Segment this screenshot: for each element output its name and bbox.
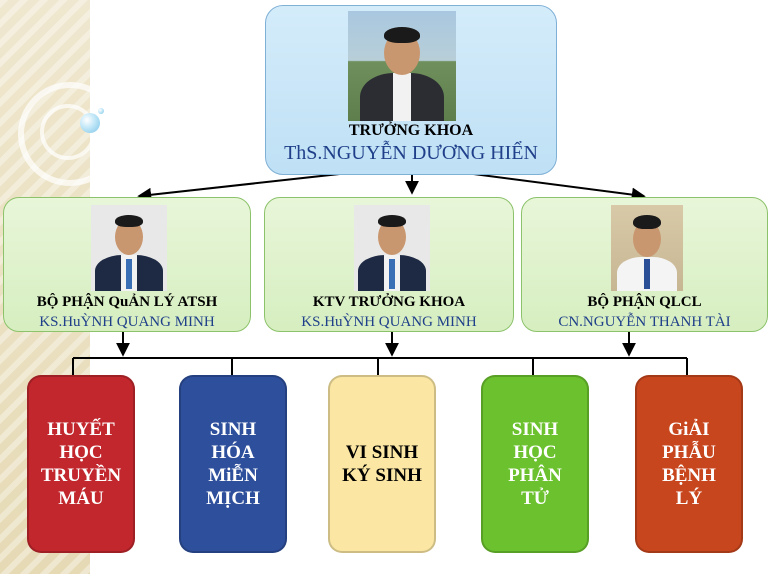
unit-portrait-photo [91, 205, 167, 291]
unit-title: KTV TRƯỞNG KHOA [312, 294, 466, 310]
department-label: SINH HỌC PHÂN TỬ [508, 419, 562, 509]
unit-title: BỘ PHẬN QLCL [587, 294, 702, 310]
unit-name: KS.HuỲNH QUANG MINH [39, 314, 215, 330]
department-box-pathology: GiẢI PHẪU BỆNH LÝ [635, 375, 743, 553]
decorative-ring [18, 82, 122, 186]
head-name: ThS.NGUYỄN DƯƠNG HIỂN [284, 142, 538, 164]
department-box-molecular-biology: SINH HỌC PHÂN TỬ [481, 375, 589, 553]
unit-box-head-technician: KTV TRƯỞNG KHOA KS.HuỲNH QUANG MINH [264, 197, 514, 332]
department-label: SINH HÓA MiỄN MỊCH [206, 419, 260, 509]
unit-portrait-photo [611, 205, 683, 291]
department-box-microbiology: VI SINH KÝ SINH [328, 375, 436, 553]
head-portrait-photo [348, 11, 456, 121]
unit-box-quality-control: BỘ PHẬN QLCL CN.NGUYỄN THANH TÀI [521, 197, 768, 332]
unit-name: CN.NGUYỄN THANH TÀI [558, 314, 731, 330]
department-label: HUYẾT HỌC TRUYỀN MÁU [40, 419, 122, 509]
unit-title: BỘ PHẬN QuẢN LÝ ATSH [36, 294, 218, 310]
unit-portrait-photo [354, 205, 430, 291]
decorative-bubble-small [98, 108, 104, 114]
department-label: VI SINH KÝ SINH [342, 442, 422, 486]
department-box-biochemistry: SINH HÓA MiỄN MỊCH [179, 375, 287, 553]
head-of-department-box: TRƯỞNG KHOA ThS.NGUYỄN DƯƠNG HIỂN [265, 5, 557, 175]
decorative-bubble [80, 113, 100, 133]
unit-box-biosafety: BỘ PHẬN QuẢN LÝ ATSH KS.HuỲNH QUANG MINH [3, 197, 251, 332]
department-label: GiẢI PHẪU BỆNH LÝ [662, 419, 716, 509]
unit-name: KS.HuỲNH QUANG MINH [301, 314, 477, 330]
department-box-hematology: HUYẾT HỌC TRUYỀN MÁU [27, 375, 135, 553]
head-title: TRƯỞNG KHOA [348, 122, 474, 139]
